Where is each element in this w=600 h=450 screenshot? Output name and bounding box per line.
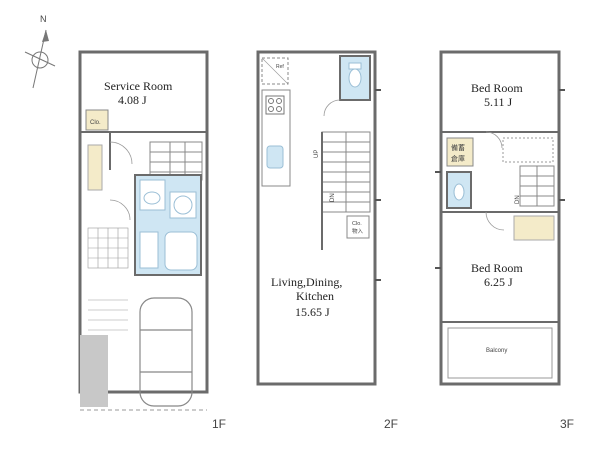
- 3f-closet: [502, 137, 554, 163]
- bedroom-1-name: Bed Room: [471, 81, 523, 95]
- 1f-outdoor-area: [80, 335, 108, 407]
- 1f-storage: [87, 144, 103, 191]
- floor-3f-outer-wall: [439, 50, 561, 386]
- 1f-entrance: [87, 227, 129, 269]
- floor-2f-outer-wall: [256, 50, 377, 386]
- 3f-dn-label: DN: [515, 195, 521, 204]
- kitchen-counter: [261, 89, 291, 187]
- 2f-up-label: UP: [314, 150, 320, 158]
- 2f-closet: [346, 215, 370, 239]
- 1f-washbasin: [139, 179, 166, 211]
- floor-2f-label: 2F: [384, 417, 398, 431]
- floor-2f-plan: Ref UP DN Clo. 物入 Living,Dining, Kitchen…: [256, 50, 398, 431]
- ref-label: Ref: [276, 64, 284, 70]
- 3f-balcony: [447, 327, 553, 379]
- 1f-closet: [85, 109, 109, 131]
- balcony-label: Balcony: [486, 348, 507, 354]
- 1f-bathtub: [164, 231, 198, 271]
- 3f-storage: [446, 137, 474, 167]
- 2f-stairs: [321, 131, 371, 213]
- 3f-toilet-room: [446, 171, 472, 209]
- ldk-name-line2: Kitchen: [296, 289, 334, 303]
- compass-icon: N: [24, 14, 56, 89]
- floor-3f-label: 3F: [560, 417, 574, 431]
- ldk-name-line1: Living,Dining,: [271, 275, 342, 289]
- refrigerator: [261, 57, 289, 85]
- kitchen-sink: [266, 145, 284, 169]
- service-room-area: 4.08 J: [118, 93, 147, 107]
- compass-north-label: N: [40, 14, 47, 24]
- floor-1f-outer-wall: [78, 50, 209, 394]
- bedroom-2-area: 6.25 J: [484, 275, 513, 289]
- floor-3f-plan: 備蓄 倉庫 DN Balcony Bed Room 5.11 J Bed Roo…: [435, 50, 574, 431]
- bedroom-2-name: Bed Room: [471, 261, 523, 275]
- 2f-closet-jp-label: 物入: [352, 227, 364, 235]
- car-icon: [139, 297, 193, 407]
- ldk-area: 15.65 J: [295, 305, 330, 319]
- 2f-closet-label: Clo.: [352, 221, 362, 227]
- service-room-name: Service Room: [104, 79, 173, 93]
- floor-1f-plan: Clo.: [78, 50, 226, 431]
- floor-1f-label: 1F: [212, 417, 226, 431]
- bedroom-1-area: 5.11 J: [484, 95, 513, 109]
- 3f-bedroom-closet: [513, 215, 555, 241]
- 3f-storage-label-1: 備蓄: [451, 143, 465, 152]
- 1f-closet-label: Clo.: [90, 120, 101, 126]
- 3f-stairs: [519, 165, 555, 207]
- 3f-storage-label-2: 倉庫: [451, 154, 465, 163]
- 2f-dn-label: DN: [330, 193, 336, 202]
